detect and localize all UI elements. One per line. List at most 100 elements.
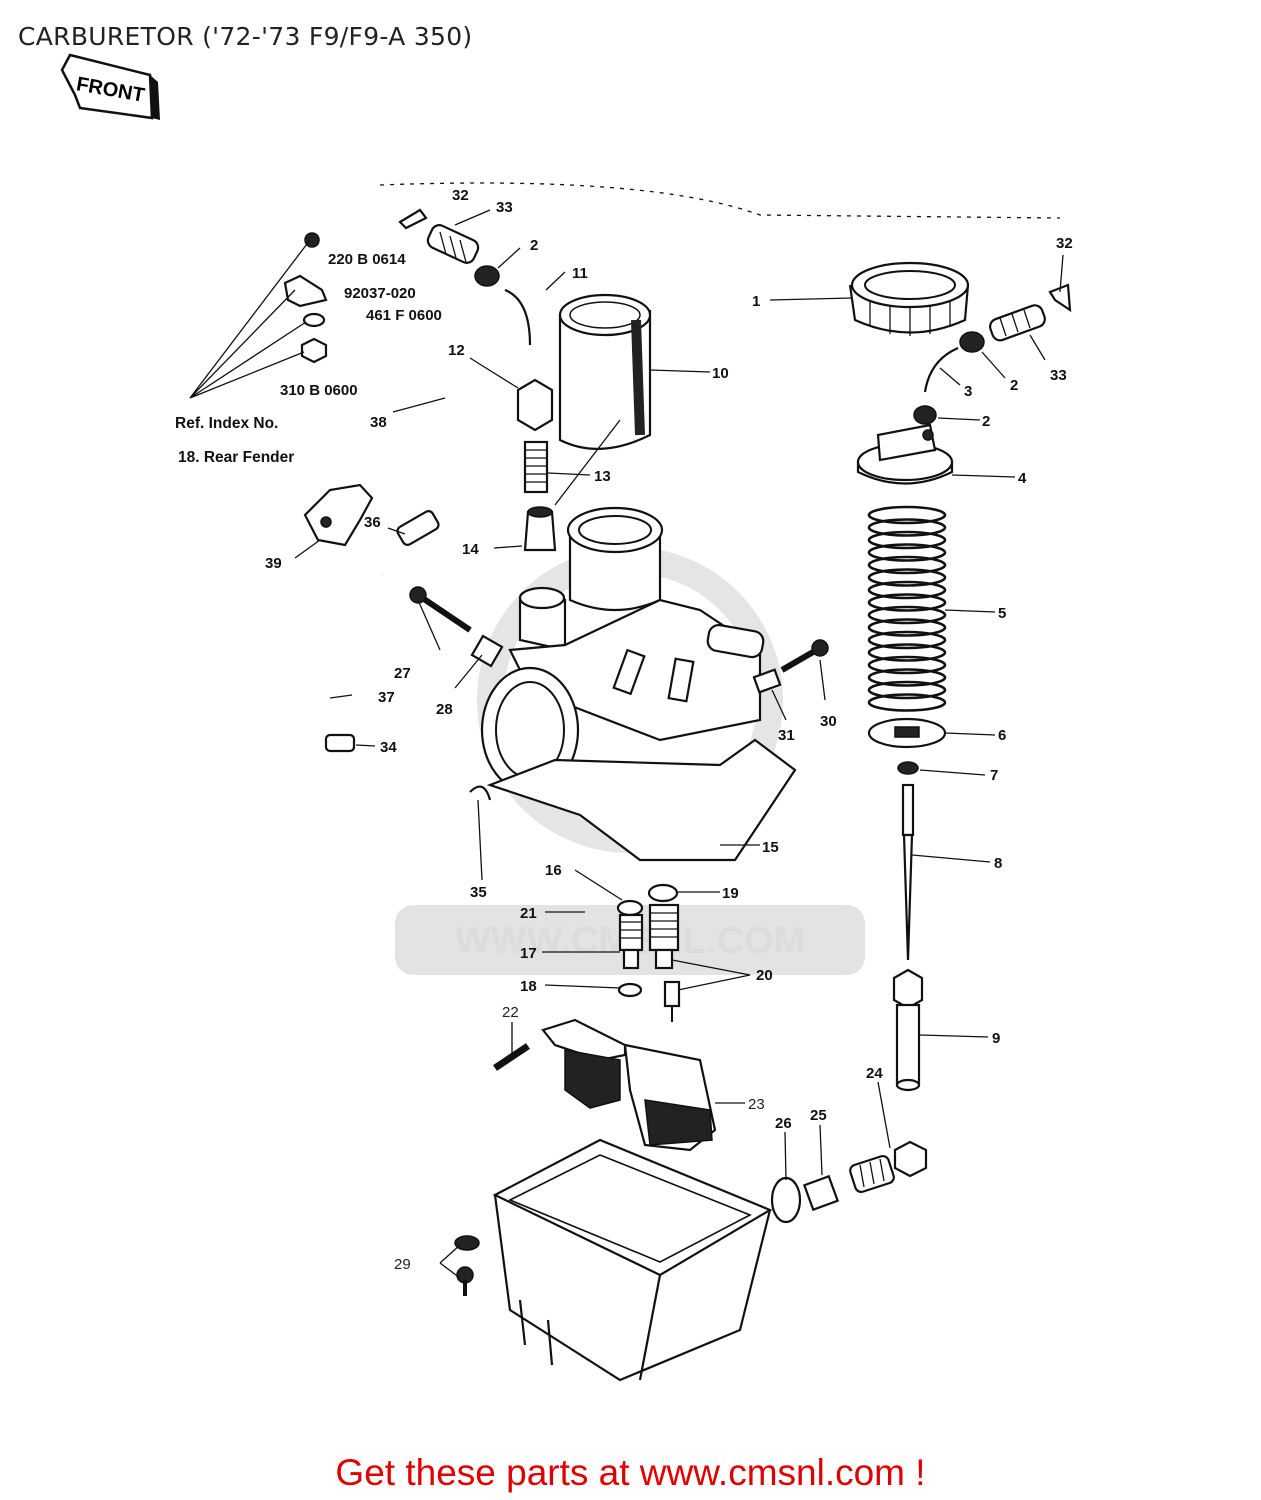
spring-coil [867,668,947,687]
callout-12: 12 [448,342,465,359]
callout-17: 17 [520,945,537,962]
part-20-float-needle [663,980,681,1022]
callout-4: 4 [1018,470,1027,487]
spring-coil [867,643,947,662]
part-17-pilot-jet [616,899,644,970]
part-bolt-220b0614 [304,232,320,248]
part-20-float-valve-seat [647,883,680,970]
part-24-main-jet [849,1140,928,1194]
callout-27: 27 [394,665,411,682]
callout-36: 36 [364,514,381,531]
spring-coil [867,593,947,612]
code-220b0614: 220 B 0614 [328,251,406,268]
callout-30: 30 [820,713,837,730]
part-14-seat [523,506,557,552]
part-2-cap-lower [913,405,937,425]
part-23-float [541,1018,717,1152]
front-arrow: FRONT [60,53,160,120]
callout-33b: 33 [1050,367,1067,384]
callout-18: 18 [520,978,537,995]
code-92037-020: 92037-020 [344,285,416,302]
spring-coil [867,568,947,587]
part-35-clip [469,785,492,801]
callout-23: 23 [748,1096,765,1113]
callout-6: 6 [998,727,1006,744]
spring-coil [867,580,947,600]
callout-38: 38 [370,414,387,431]
part-27-screw [409,586,472,633]
callout-31: 31 [778,727,795,744]
spring-coil [867,680,947,700]
code-461f0600: 461 F 0600 [366,307,442,324]
part-carburetor-body [480,506,797,862]
part-5-throttle-spring [867,505,947,712]
callout-14: 14 [462,541,479,558]
spring-coil [867,693,947,712]
part-32-clip-right [1048,283,1072,313]
part-6-retainer [867,717,947,749]
callout-28: 28 [436,701,453,718]
code-310b0600: 310 B 0600 [280,382,358,399]
callout-11: 11 [572,265,588,282]
callout-13: 13 [594,468,611,485]
spring-coil [867,530,947,550]
part-12-needle-jet-holder [516,378,554,432]
callout-32b: 32 [1056,235,1073,252]
page-title: CARBURETOR ('72-'73 F9/F9-A 350) [18,22,473,51]
callout-26: 26 [775,1115,792,1132]
carburetor-exploded-diagram: WWW.CMSNL.COM FRONT [60,53,1073,1382]
callout-24: 24 [866,1065,883,1082]
callout-2b: 2 [1010,377,1018,394]
callout-8: 8 [994,855,1002,872]
part-36-fitting [396,510,440,546]
callout-21: 21 [520,905,537,922]
part-codes: 220 B 0614 92037-020 461 F 0600 310 B 06… [175,251,442,466]
part-22-float-pin [493,1043,530,1071]
part-nut-310b0600 [300,337,328,364]
part-8-jet-needle [901,783,915,961]
part-29-screw [454,1235,480,1296]
spring-coil [867,630,947,650]
part-1-top-cap [848,261,970,336]
leader-lines [294,209,1064,1279]
callout-37: 37 [378,689,395,706]
part-9-needle-jet [892,968,924,1092]
part-26-washer [770,1176,802,1224]
callout-7: 7 [990,767,998,784]
part-11-tube [504,288,532,346]
part-25-drain-plug [802,1174,840,1212]
spring-coil [867,555,947,575]
part-washer-461f0600 [302,312,326,328]
part-32-clip-left [398,208,428,230]
spring-coil [867,505,947,525]
callout-25: 25 [810,1107,827,1124]
callout-32a: 32 [452,187,469,204]
part-2-cap-right [959,331,985,353]
spring-coil [867,618,947,637]
part-clamp-92037 [283,274,328,308]
part-34-clip [324,733,356,753]
part-4-mixing-chamber-top [856,423,954,485]
part-10-throttle-valve [558,293,652,450]
callout-29: 29 [394,1256,411,1273]
part-30-screw [780,639,829,673]
callout-3: 3 [964,383,972,400]
callout-35: 35 [470,884,487,901]
note-ref-index: Ref. Index No. [175,415,278,432]
spring-coil [867,543,947,562]
part-18-o-ring [617,982,643,998]
callout-9: 9 [992,1030,1000,1047]
cta-link-text[interactable]: Get these parts at www.cmsnl.com ! [335,1452,926,1493]
part-33-spring-right [989,304,1046,342]
callout-33a: 33 [496,199,513,216]
part-7-needle-clip [897,761,919,775]
callout-22: 22 [502,1004,519,1021]
part-2-cap-left [474,265,500,287]
part-39-bracket [303,483,374,547]
ref-leaders [189,239,311,399]
part-31-spring [752,668,782,694]
part-3-cable-tube [923,346,959,393]
callout-19: 19 [722,885,739,902]
callout-20: 20 [756,967,773,984]
part-float-bowl [492,1138,773,1382]
